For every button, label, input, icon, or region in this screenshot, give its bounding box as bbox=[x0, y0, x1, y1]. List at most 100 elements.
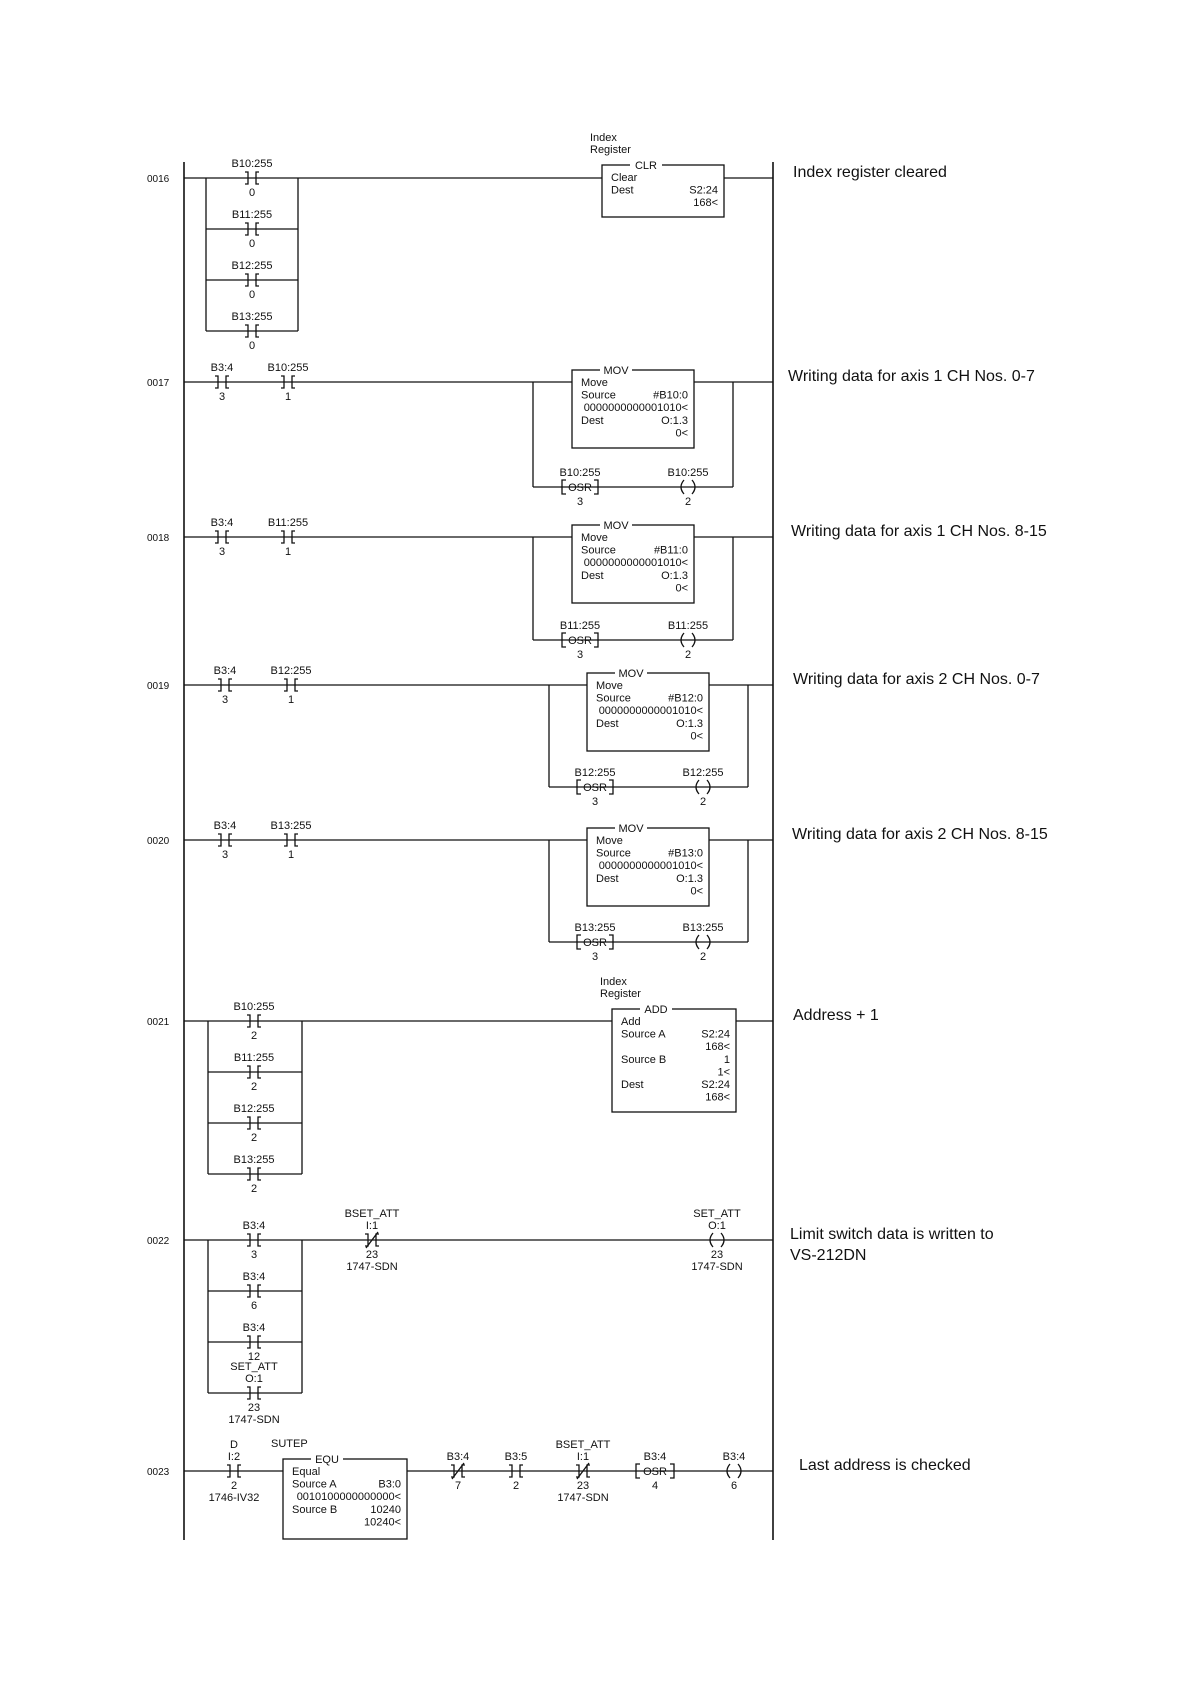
contact-bit: 3 bbox=[219, 546, 225, 558]
contact-bit: 0 bbox=[249, 187, 255, 199]
block-field-value: 1 bbox=[724, 1054, 730, 1066]
contact-bit: 12 bbox=[248, 1351, 260, 1363]
no-contact: B3:43 bbox=[211, 362, 234, 403]
block-above-label: SUTEP bbox=[271, 1438, 308, 1450]
instruction-block-mov: MOVMoveSource#B10:00000000000001010<Dest… bbox=[571, 364, 695, 449]
block-field-label: Dest bbox=[581, 415, 604, 427]
osr-bit: 3 bbox=[592, 951, 598, 963]
rung-number: 0020 bbox=[147, 836, 170, 847]
contact-symbol: BSET_ATT bbox=[556, 1439, 611, 1451]
contact-module: 1747-SDN bbox=[228, 1414, 279, 1426]
contact-symbol: BSET_ATT bbox=[345, 1208, 400, 1220]
block-field-value: 0< bbox=[690, 885, 703, 897]
osr-bit: 3 bbox=[577, 649, 583, 661]
contact-address: B12:255 bbox=[232, 260, 273, 272]
coil-bit: 6 bbox=[731, 1480, 737, 1492]
block-field-value: O:1.3 bbox=[676, 718, 703, 730]
contact-module: 1747-SDN bbox=[346, 1261, 397, 1273]
block-field-value: #B12:0 bbox=[668, 693, 703, 705]
nc-contact: B3:47 bbox=[447, 1451, 470, 1492]
contact-bit: 6 bbox=[251, 1300, 257, 1312]
no-contact: B3:43 bbox=[214, 820, 237, 861]
block-field-value: 168< bbox=[693, 197, 718, 209]
contact-bit: 23 bbox=[577, 1480, 589, 1492]
block-title-bg bbox=[615, 667, 647, 679]
block-field-value: 168< bbox=[705, 1092, 730, 1104]
rung-number: 0021 bbox=[147, 1017, 170, 1028]
osr-label: OSR bbox=[568, 635, 592, 647]
no-contact: B3:4 3 bbox=[211, 517, 234, 558]
contact-address: B10:255 bbox=[234, 1001, 275, 1013]
block-field-label: Move bbox=[596, 680, 623, 692]
rung-comment: Limit switch data is written to bbox=[790, 1226, 994, 1243]
block-field-label: Add bbox=[621, 1016, 641, 1028]
contact-address: B13:255 bbox=[232, 311, 273, 323]
contact-bit: 0 bbox=[249, 340, 255, 352]
instruction-block-mov: MOVMoveSource#B11:00000000000001010<Dest… bbox=[571, 519, 695, 604]
block-field-label: Source B bbox=[292, 1504, 337, 1516]
contact-address: B3:4 bbox=[214, 665, 237, 677]
coil-symbol: SET_ATT bbox=[693, 1208, 741, 1220]
block-field-label: Dest bbox=[611, 185, 634, 197]
contact-address: I:1 bbox=[366, 1220, 378, 1232]
block-frame bbox=[611, 1008, 737, 1113]
block-field-label: Source A bbox=[292, 1479, 337, 1491]
contact-address: B3:4 bbox=[243, 1322, 266, 1334]
contact-bit: 1 bbox=[288, 694, 294, 706]
block-field-value: #B11:0 bbox=[654, 545, 688, 557]
coil-address: B11:255 bbox=[668, 620, 708, 632]
block-field-label: Move bbox=[581, 377, 608, 389]
coil-address: O:1 bbox=[708, 1220, 726, 1232]
block-field-value: 0010100000000000< bbox=[297, 1491, 401, 1503]
coil-module: 1747-SDN bbox=[691, 1261, 742, 1273]
contact-bit: 7 bbox=[455, 1480, 461, 1492]
block-above-label: Index bbox=[590, 132, 617, 144]
coil-bit: 2 bbox=[685, 649, 691, 661]
coil-bit: 2 bbox=[700, 796, 706, 808]
block-field-label: Equal bbox=[292, 1466, 320, 1478]
coil-address: B12:255 bbox=[683, 767, 724, 779]
block-field-label: Source bbox=[596, 848, 631, 860]
block-frame bbox=[601, 164, 725, 218]
output-coil: B12:255 2 bbox=[683, 767, 724, 808]
contact-bit: 2 bbox=[251, 1183, 257, 1195]
osr-label: OSR bbox=[568, 482, 592, 494]
block-field-value: S2:24 bbox=[689, 185, 718, 197]
coil-bit: 2 bbox=[700, 951, 706, 963]
rung-number: 0017 bbox=[147, 378, 170, 389]
no-contact: B3:46 bbox=[243, 1271, 266, 1312]
contact-address: B3:4 bbox=[211, 517, 234, 529]
contact-bit: 1 bbox=[285, 546, 291, 558]
contact-bit: 0 bbox=[249, 238, 255, 250]
block-field-value: S2:24 bbox=[701, 1079, 730, 1091]
rung-comment: Writing data for axis 2 CH Nos. 0-7 bbox=[793, 671, 1040, 688]
osr-label: OSR bbox=[583, 782, 607, 794]
block-field-label: Move bbox=[596, 835, 623, 847]
contact-bit: 2 bbox=[231, 1480, 237, 1492]
contact-address: B13:255 bbox=[234, 1154, 275, 1166]
block-field-value: 0< bbox=[675, 427, 688, 439]
osr-address: B13:255 bbox=[575, 922, 616, 934]
coil-bit: 23 bbox=[711, 1249, 723, 1261]
contact-address: I:2 bbox=[228, 1451, 240, 1463]
contact-bit: 1 bbox=[288, 849, 294, 861]
block-field-value: 1< bbox=[717, 1066, 730, 1078]
block-field-label: Dest bbox=[596, 718, 619, 730]
no-contact: B3:43 bbox=[214, 665, 237, 706]
